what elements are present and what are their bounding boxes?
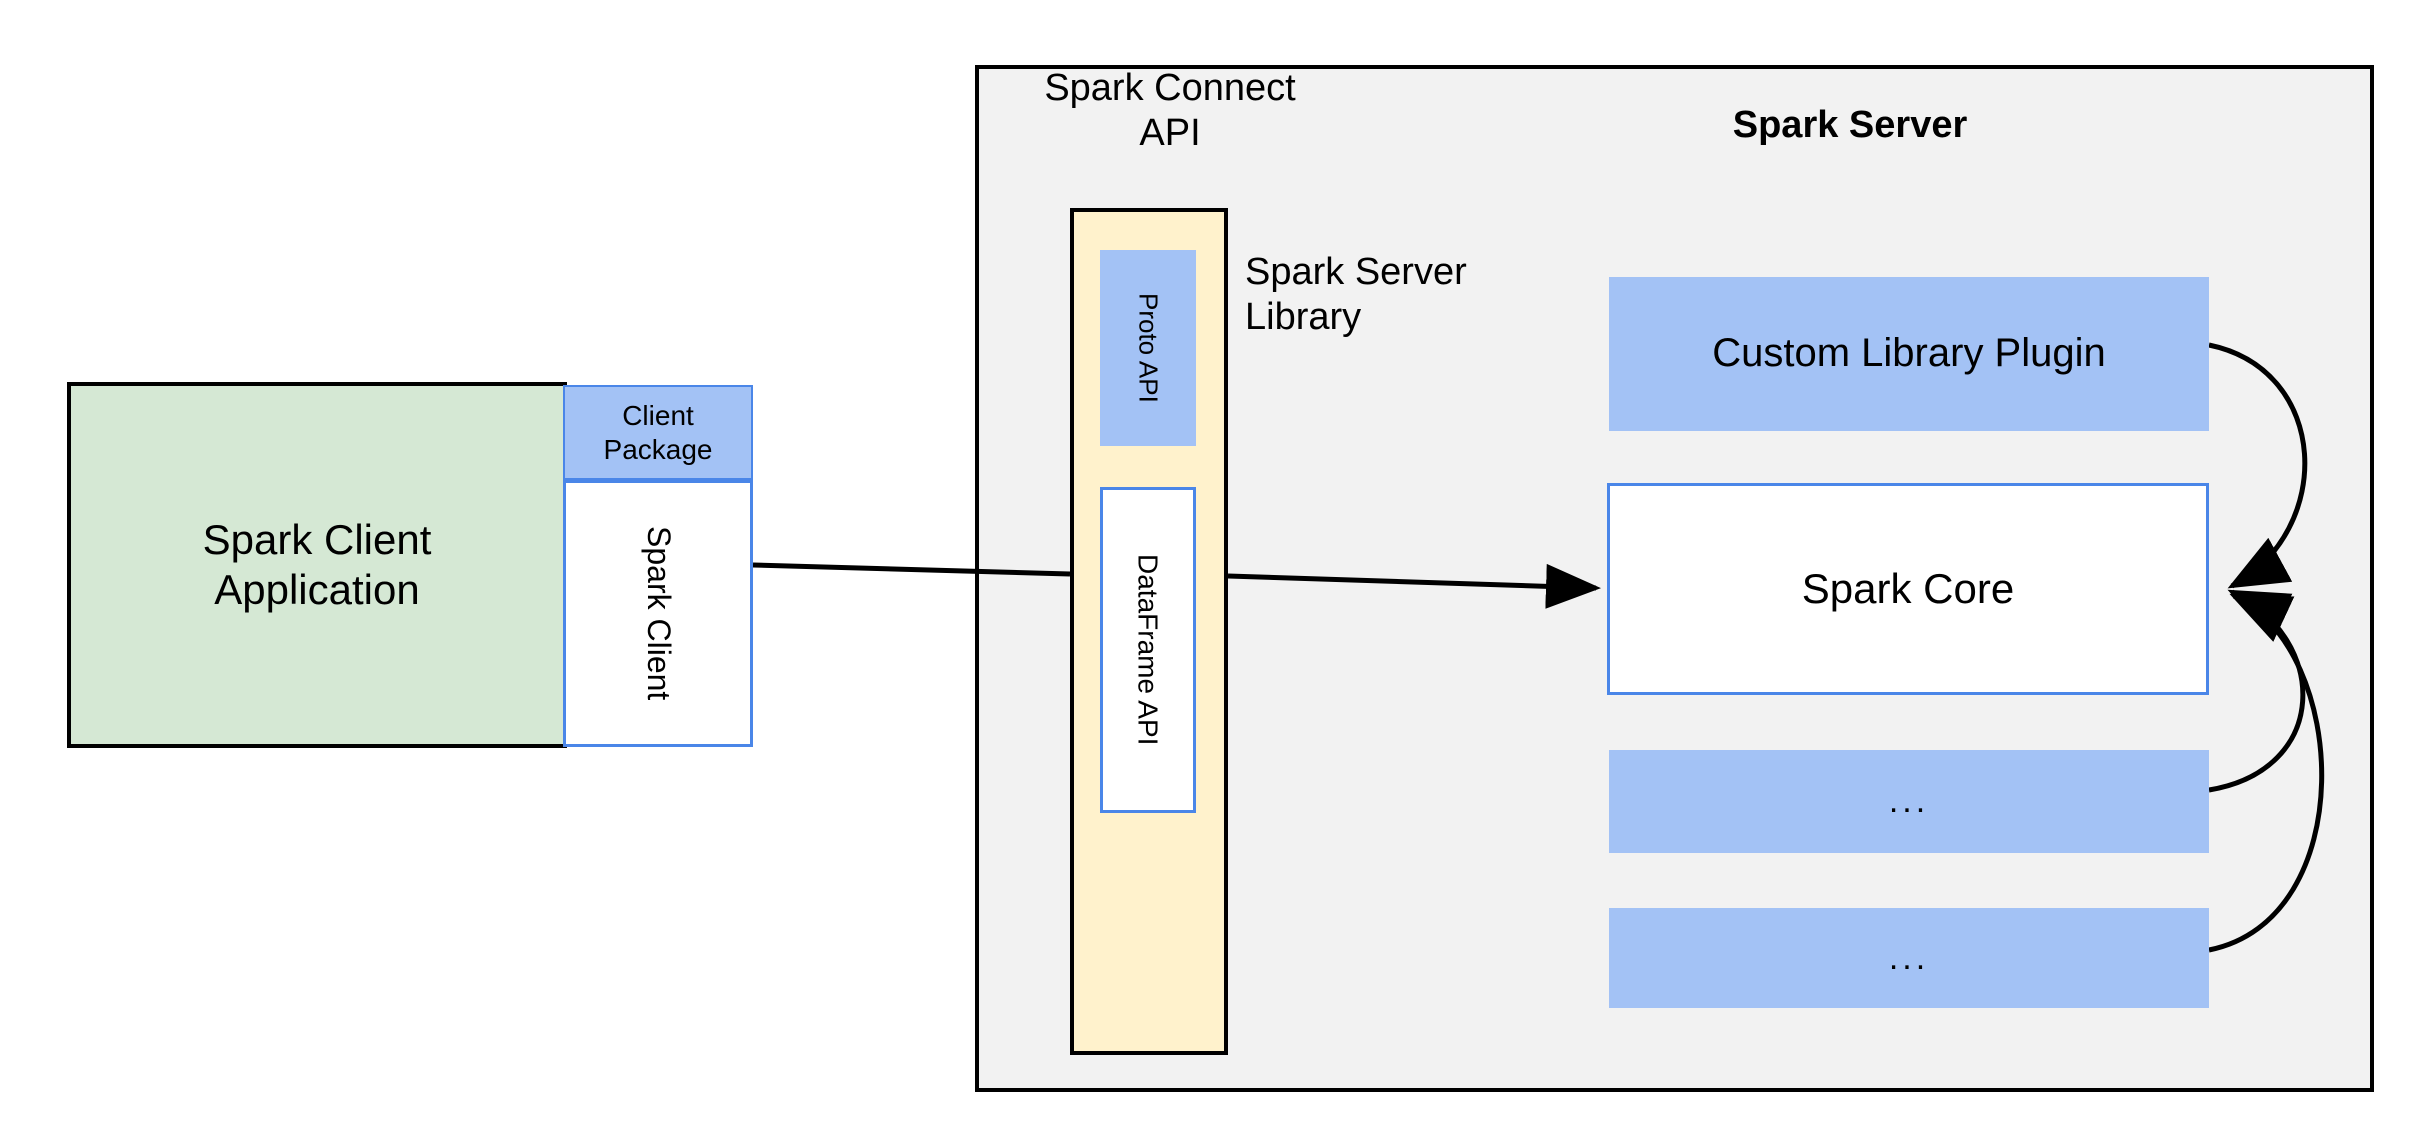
custom-library-plugin-box[interactable]: Custom Library Plugin: [1609, 277, 2209, 431]
spark-client-application-label: Spark Client Application: [202, 516, 432, 613]
ellipsis-label-1: ...: [1888, 782, 1930, 821]
ellipsis-box-1[interactable]: ...: [1609, 750, 2209, 853]
client-package-label: Client Package: [603, 400, 713, 465]
proto-api-box[interactable]: Proto API: [1100, 250, 1196, 446]
ellipsis-label-2: ...: [1888, 938, 1930, 977]
dataframe-api-box[interactable]: DataFrame API: [1100, 487, 1196, 813]
spark-server-library-label: Spark Server Library: [1245, 250, 1545, 340]
spark-server-title: Spark Server: [1700, 100, 2000, 150]
custom-library-plugin-label: Custom Library Plugin: [1712, 331, 2106, 376]
spark-connect-api-label: Spark Connect API: [1020, 66, 1320, 156]
spark-connect-api-text: Spark Connect API: [1044, 67, 1296, 154]
spark-client-box[interactable]: Spark Client: [563, 480, 753, 747]
spark-client-label: Spark Client: [640, 526, 677, 701]
spark-server-title-text: Spark Server: [1732, 103, 1968, 146]
client-package-box[interactable]: Client Package: [563, 385, 753, 480]
dataframe-api-label: DataFrame API: [1132, 554, 1164, 746]
spark-core-box[interactable]: Spark Core: [1607, 483, 2209, 695]
spark-client-application-box[interactable]: Spark Client Application: [67, 382, 567, 748]
ellipsis-box-2[interactable]: ...: [1609, 908, 2209, 1008]
spark-core-label: Spark Core: [1801, 565, 2015, 613]
spark-server-library-text: Spark Server Library: [1245, 251, 1467, 338]
proto-api-label: Proto API: [1133, 293, 1164, 403]
